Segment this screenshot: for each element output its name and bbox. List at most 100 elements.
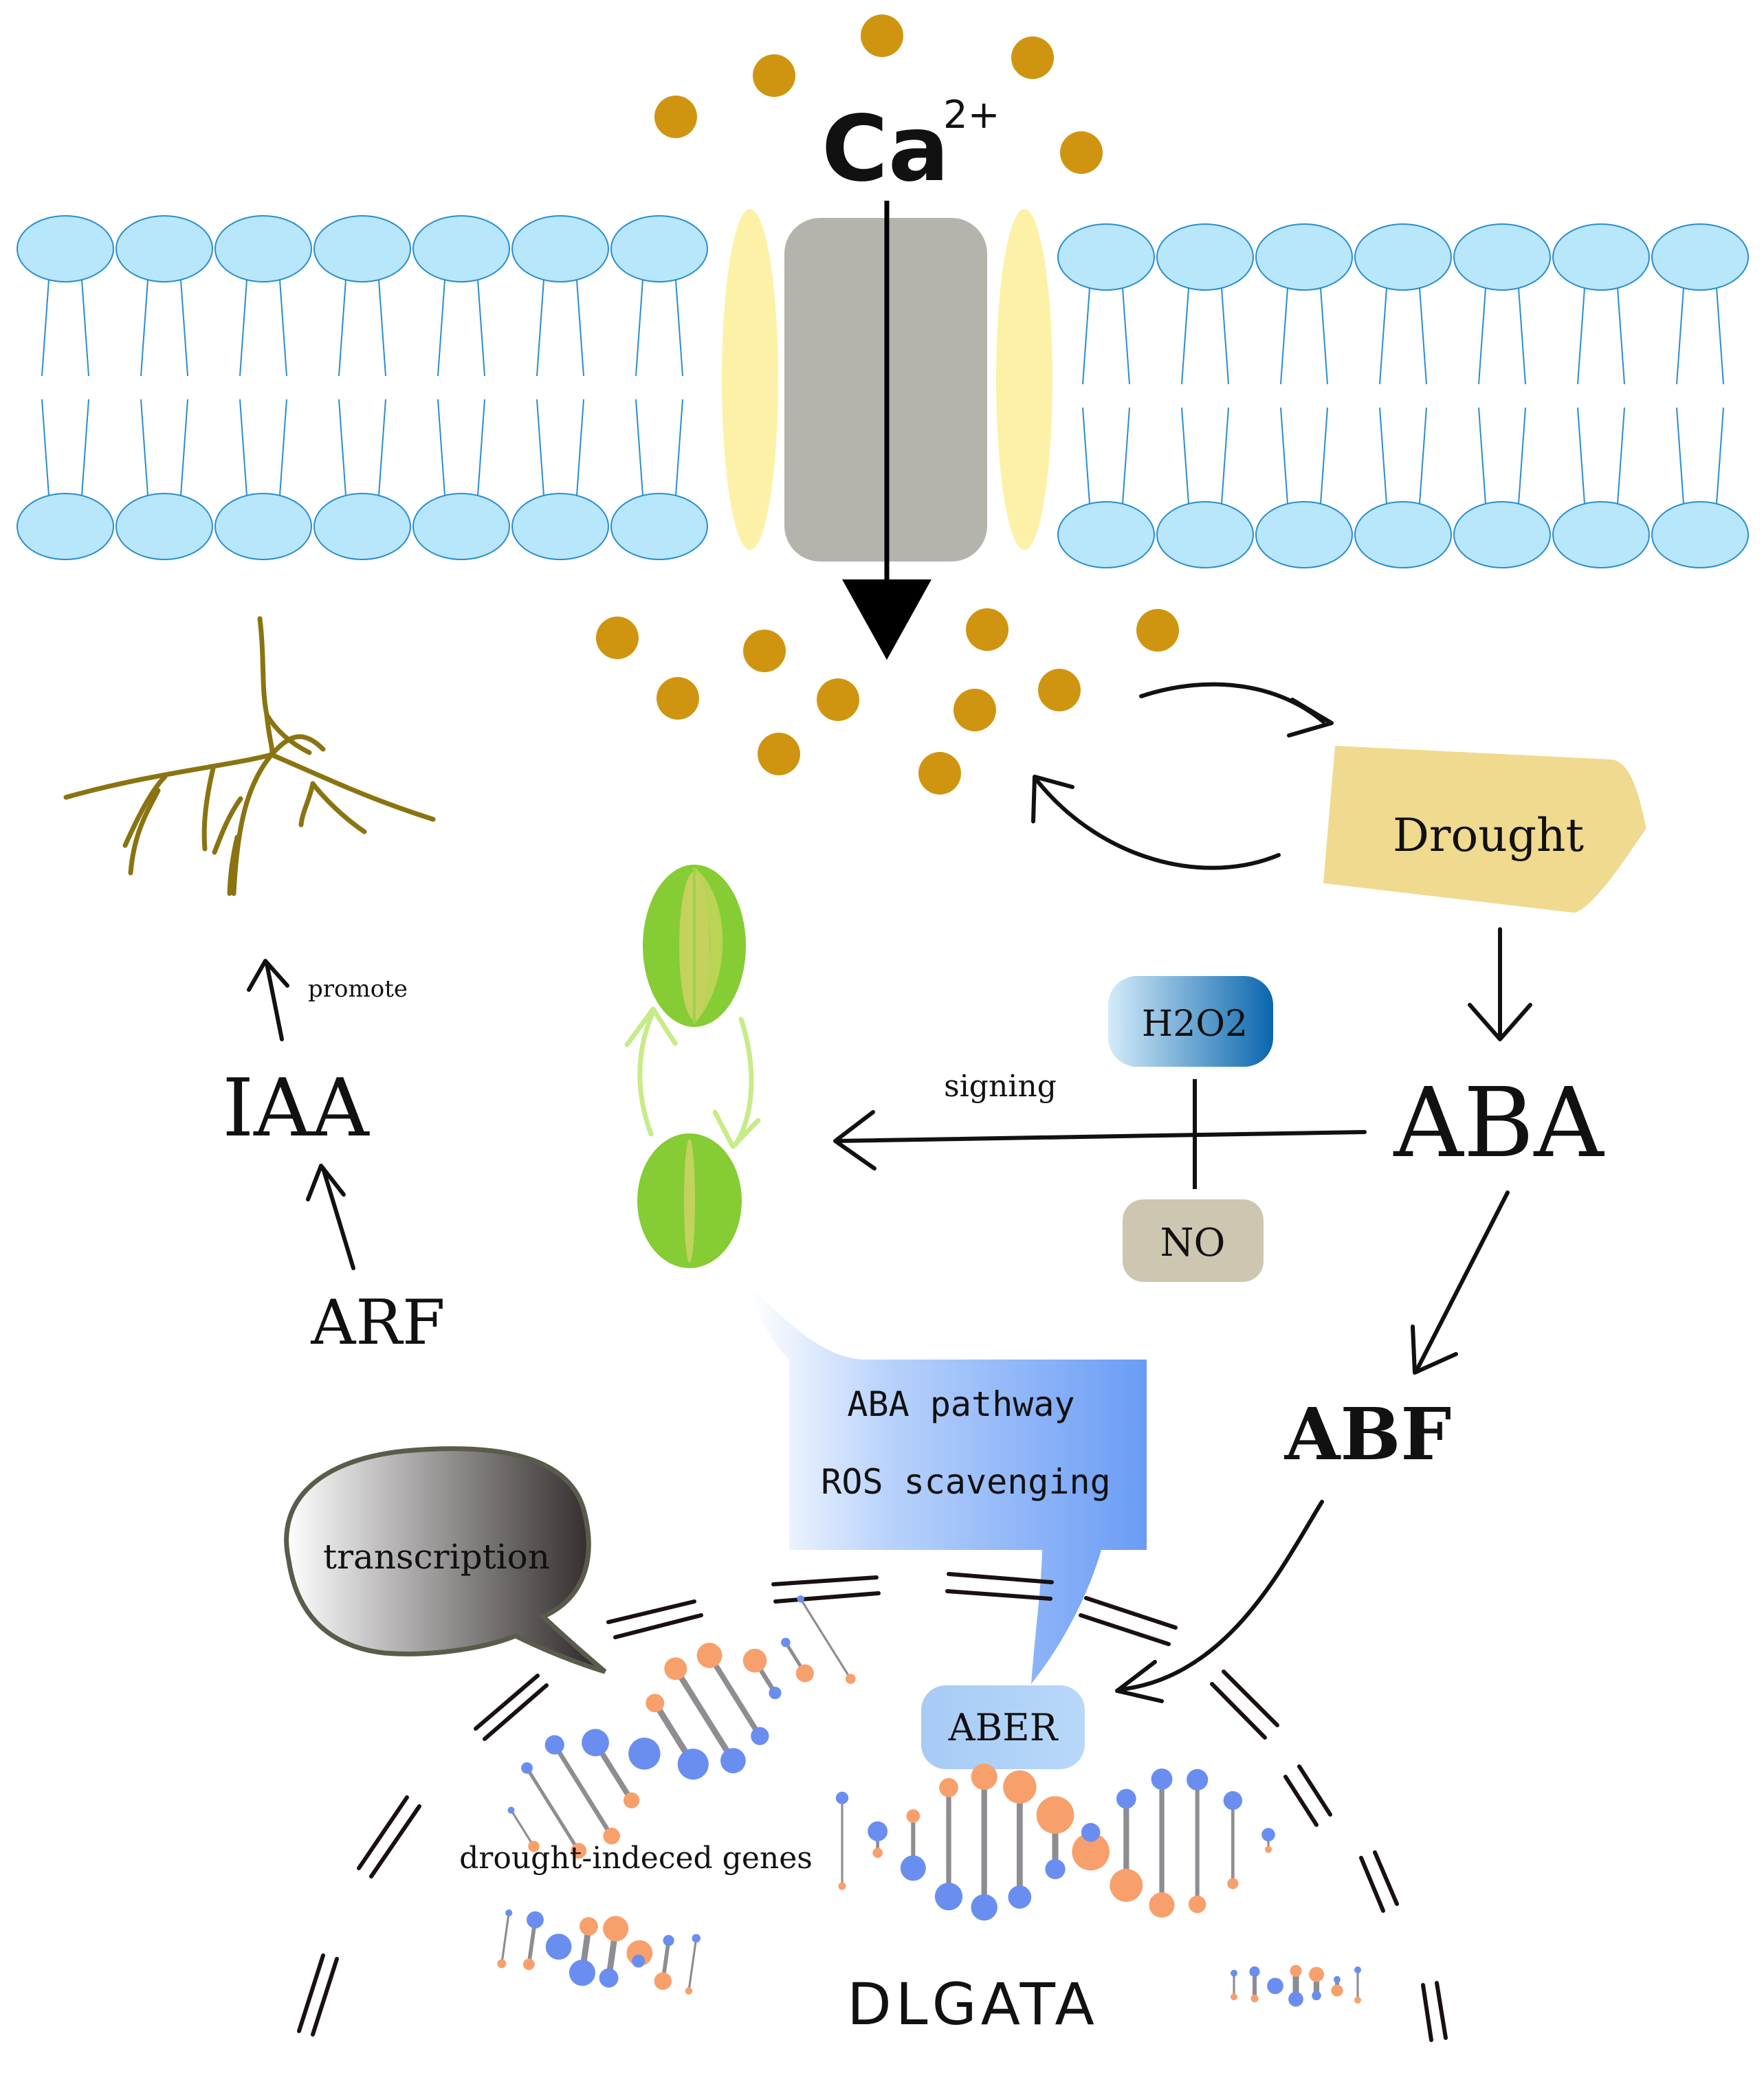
lipid-tail xyxy=(1716,287,1724,385)
dna-base xyxy=(1072,1832,1110,1871)
lipid-tail xyxy=(1577,287,1585,385)
lipid-tail xyxy=(180,279,188,377)
lipid-tail xyxy=(239,279,247,377)
lipid-head xyxy=(115,215,213,282)
dna-base xyxy=(868,1821,888,1841)
dna-base xyxy=(1354,1966,1361,1974)
lipid-tail xyxy=(1221,287,1229,385)
lipid-head xyxy=(1453,223,1551,291)
lipid-tail xyxy=(279,399,287,496)
calcium-ion xyxy=(1136,609,1179,652)
dna-base xyxy=(663,1935,674,1947)
dna-base xyxy=(632,1954,646,1968)
dna-base xyxy=(1227,1878,1239,1889)
calcium-influx-arrow-head xyxy=(842,579,931,660)
gene-name-label: DLGATA xyxy=(847,1971,1099,2038)
drought-label: Drought xyxy=(1393,809,1584,862)
lipid-head xyxy=(1354,223,1452,291)
lipid-tail xyxy=(239,399,247,496)
dna-base xyxy=(544,1735,564,1755)
lipid-tail xyxy=(1716,407,1724,505)
dna-base xyxy=(939,1777,958,1797)
lipid-head xyxy=(1552,501,1650,568)
dna-base xyxy=(742,1648,767,1673)
lipid-tail xyxy=(536,399,544,496)
dna-base xyxy=(835,1791,849,1804)
dna-base xyxy=(696,1643,723,1668)
dna-strand xyxy=(497,1909,701,1995)
drought-to-aba-arrowhead xyxy=(1468,1003,1532,1041)
aba-signaling-arrowhead xyxy=(833,1110,877,1171)
lipid-tail xyxy=(1181,407,1189,505)
lipid-tail xyxy=(279,279,287,377)
iaa-to-root-arrowhead xyxy=(247,959,289,992)
lipid-head xyxy=(1057,501,1155,568)
lipid-tail xyxy=(140,399,148,496)
dna-base xyxy=(720,1748,746,1773)
calcium-ion xyxy=(654,96,697,138)
calcium-ion xyxy=(1038,669,1081,711)
calcium-ion xyxy=(918,752,961,795)
lipid-head xyxy=(511,215,609,282)
lipid-tail xyxy=(41,399,49,496)
dna-base xyxy=(1003,1770,1037,1804)
dna-base xyxy=(685,1987,693,1995)
lipid-tail xyxy=(477,399,485,496)
lipid-head xyxy=(1255,501,1353,568)
lipid-tail xyxy=(1617,287,1625,385)
dna-base xyxy=(1231,1969,1237,1977)
calcium-ion xyxy=(758,733,800,775)
dna-base xyxy=(1151,1768,1173,1790)
lipid-tail xyxy=(536,279,544,377)
aba-to-abf-arrow xyxy=(1414,1190,1510,1373)
lipid-head xyxy=(1552,223,1650,291)
membrane-left xyxy=(16,215,708,560)
dna-base xyxy=(528,1841,540,1852)
lipid-tail xyxy=(1577,407,1585,505)
lipid-tail xyxy=(81,279,89,377)
dna-base xyxy=(545,1933,572,1960)
dna-base xyxy=(1261,1828,1275,1842)
lipid-tail xyxy=(635,399,643,496)
calcium-ion xyxy=(657,677,699,720)
lipid-tail xyxy=(576,399,584,496)
lipid-tail xyxy=(1320,287,1328,385)
stomata-opening-arrow xyxy=(637,1009,656,1137)
lipid-head xyxy=(1453,501,1551,568)
dna-base xyxy=(1354,1996,1361,2004)
dna-base xyxy=(603,1827,620,1845)
signing-label: signing xyxy=(944,1069,1057,1104)
dna-base xyxy=(1008,1885,1032,1909)
dna-base xyxy=(628,1738,661,1770)
iaa-label: IAA xyxy=(222,1062,370,1155)
calcium-ion xyxy=(596,617,639,659)
lipid-tail xyxy=(140,279,148,377)
lipid-head xyxy=(313,493,411,560)
lipid-head xyxy=(1651,223,1749,291)
calcium-ion xyxy=(966,608,1008,651)
dna-base xyxy=(507,1806,515,1814)
dna-base xyxy=(1081,1823,1101,1842)
lipid-tail xyxy=(1122,407,1130,505)
aber-box xyxy=(921,1685,1085,1769)
calcium-ion xyxy=(953,689,996,731)
lipid-tail xyxy=(1478,287,1486,385)
calcium-ions-inside xyxy=(596,608,1179,795)
dna-base xyxy=(781,1637,791,1648)
lipid-tail xyxy=(378,279,386,377)
dna-base xyxy=(1265,1845,1272,1853)
dna-base xyxy=(664,1657,687,1681)
dna-base xyxy=(1249,1966,1260,1977)
dna-base xyxy=(838,1882,846,1890)
dna-base xyxy=(1308,1966,1325,1982)
pathway-line-1: ABA pathway xyxy=(847,1384,1074,1424)
dna-rung xyxy=(687,1938,698,1991)
lipid-head xyxy=(313,215,411,282)
dna-strand xyxy=(1231,1964,1361,2007)
lipid-tail xyxy=(338,399,346,496)
dna-base xyxy=(795,1664,814,1683)
arf-to-iaa-arrowhead xyxy=(306,1164,346,1201)
lipid-tail xyxy=(1518,287,1526,385)
dna-base xyxy=(1331,1984,1343,1997)
dna-base xyxy=(569,1960,596,1986)
